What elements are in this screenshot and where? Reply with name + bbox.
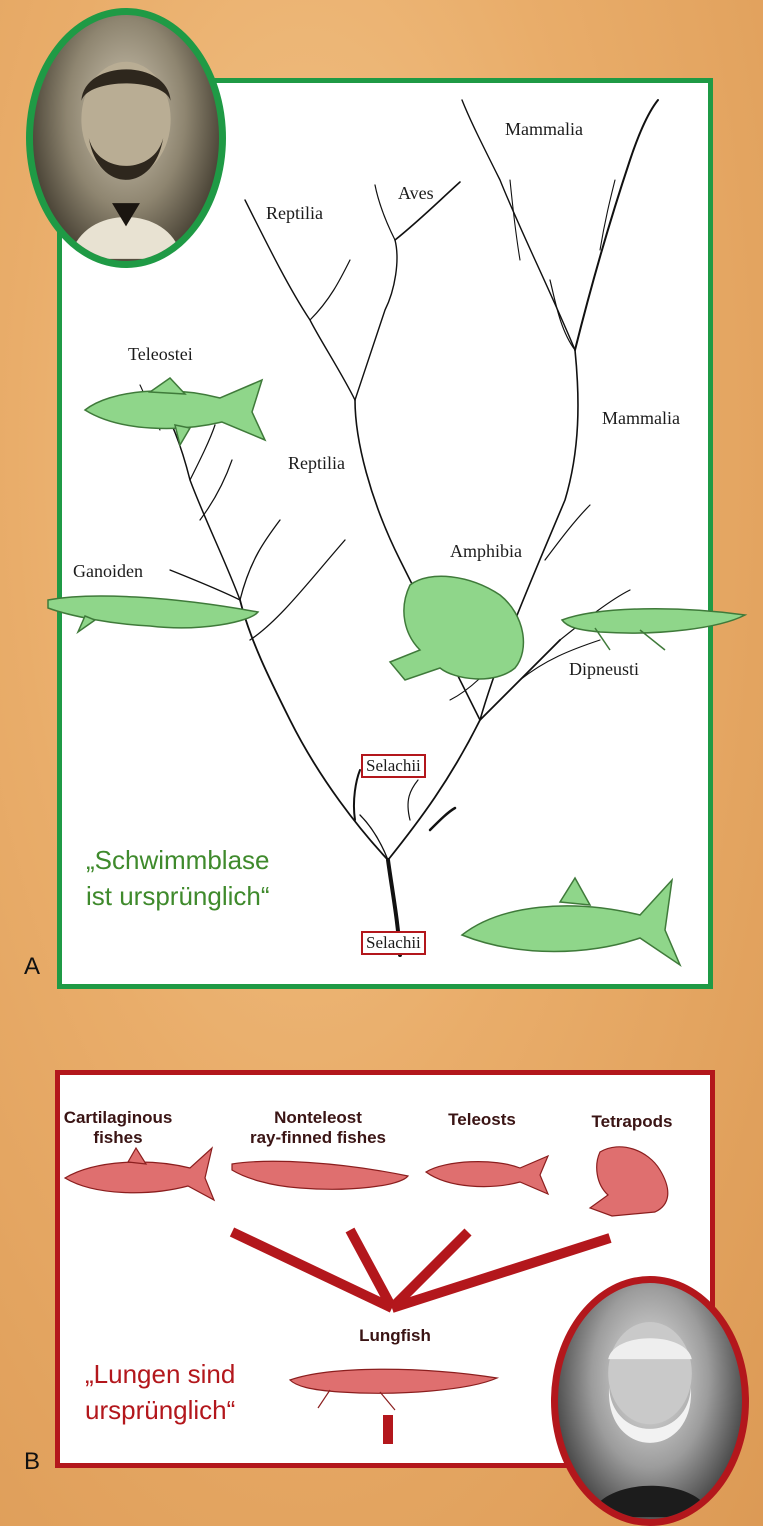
shark-red-icon [65,1148,214,1200]
lungfish-red-icon [290,1369,497,1410]
quote-lungs: „Lungen sind ursprünglich“ [85,1356,235,1428]
panel-letter-b: B [24,1448,40,1476]
portrait-darwin [551,1276,749,1526]
gar-red-icon [232,1161,408,1189]
frog-red-icon [590,1147,668,1216]
trout-red-icon [426,1156,548,1194]
